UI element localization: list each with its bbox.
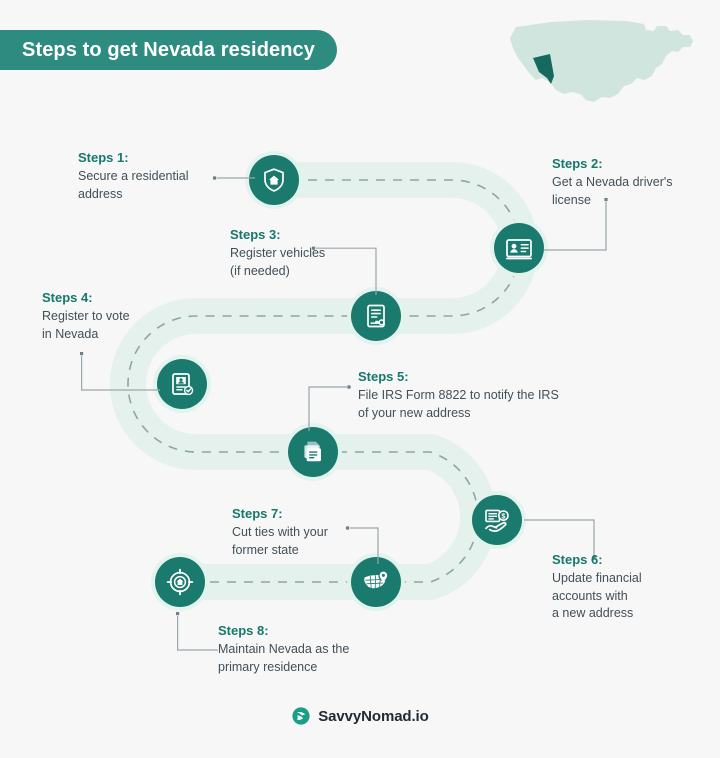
brand-name: SavvyNomad.io [318, 707, 429, 725]
us-map-icon [510, 20, 693, 102]
step-node-8[interactable] [155, 557, 205, 607]
step-node-2[interactable] [494, 223, 544, 273]
step-label-2: Steps 2: Get a Nevada driver's license [552, 156, 702, 209]
step-label-1: Steps 1: Secure a residential address [78, 150, 218, 203]
title-banner: Steps to get Nevada residency [0, 30, 338, 70]
step-3-body: Register vehicles (if needed) [230, 246, 326, 278]
step-label-6: Steps 6: Update financial accounts with … [552, 552, 692, 622]
footer-branding: SavvyNomad.io [0, 706, 720, 726]
voter-card-check-icon [172, 373, 194, 396]
step-node-4[interactable] [157, 359, 207, 409]
step-1-body: Secure a residential address [78, 169, 189, 201]
step-node-6[interactable]: $ [472, 495, 522, 545]
savvynomad-leaf-icon [292, 707, 310, 725]
step-node-3[interactable] [351, 291, 401, 341]
step-2-body: Get a Nevada driver's license [552, 175, 673, 207]
step-4-heading: Steps 4: [42, 290, 93, 305]
us-map-west-coast [510, 27, 542, 80]
step-4-body: Register to vote in Nevada [42, 309, 130, 341]
step-7-body: Cut ties with your former state [232, 525, 328, 557]
target-home-icon [166, 568, 194, 596]
connector-step-4 [80, 352, 164, 396]
page-title: Steps to get Nevada residency [22, 39, 316, 61]
step-node-1[interactable] [249, 155, 299, 205]
step-label-7: Steps 7: Cut ties with your former state [232, 506, 372, 559]
us-map-graphic [494, 14, 704, 114]
step-6-heading: Steps 6: [552, 552, 603, 567]
us-map-base-shape [516, 20, 693, 102]
us-map-pin-icon [364, 571, 389, 589]
connector-step-5 [305, 381, 353, 433]
step-5-body: File IRS Form 8822 to notify the IRS of … [358, 388, 559, 420]
step-5-heading: Steps 5: [358, 369, 409, 384]
step-2-heading: Steps 2: [552, 156, 603, 171]
step-label-5: Steps 5: File IRS Form 8822 to notify th… [358, 369, 608, 422]
bank-hand-money-icon: $ [485, 509, 509, 532]
step-node-7[interactable] [351, 557, 401, 607]
svg-text:$: $ [501, 513, 505, 520]
step-label-8: Steps 8: Maintain Nevada as the primary … [218, 623, 398, 676]
connector-step-8 [176, 612, 224, 656]
step-label-3: Steps 3: Register vehicles (if needed) [230, 227, 360, 280]
step-7-heading: Steps 7: [232, 506, 283, 521]
nevada-highlight-shape [533, 54, 554, 84]
step-8-heading: Steps 8: [218, 623, 269, 638]
step-node-5[interactable] [288, 427, 338, 477]
step-8-body: Maintain Nevada as the primary residence [218, 642, 350, 674]
step-6-body: Update financial accounts with a new add… [552, 571, 642, 620]
step-3-heading: Steps 3: [230, 227, 281, 242]
shield-home-icon [264, 168, 284, 192]
id-card-icon [506, 239, 532, 260]
stacked-documents-icon [304, 441, 321, 462]
step-1-heading: Steps 1: [78, 150, 129, 165]
vehicle-registration-document-icon [367, 304, 385, 328]
step-label-4: Steps 4: Register to vote in Nevada [42, 290, 172, 343]
